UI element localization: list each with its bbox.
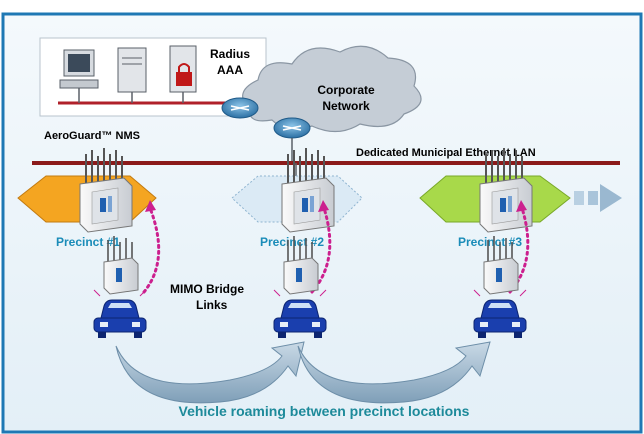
nms-label: AeroGuard™ NMS [44,130,140,142]
aaa-label: AAA [217,63,243,77]
mimo-label-1: MIMO Bridge [170,282,244,296]
precinct-1-label: Precinct #1 [56,235,120,249]
roaming-arrow-icon [297,341,491,404]
precinct-2-label: Precinct #2 [260,235,324,249]
lan-label: Dedicated Municipal Ethernet LAN [356,147,536,159]
workstation-icon [59,49,99,103]
mimo-label-2: Links [196,298,228,312]
server-icon [117,47,147,103]
router-icon [221,97,259,119]
router-icon [273,117,311,162]
corporate-label-2: Network [322,99,370,113]
roaming-arrow-icon [115,341,305,404]
expansion-arrow-icon [574,184,622,212]
diagram-caption: Vehicle roaming between precinct locatio… [179,403,470,419]
radius-label: Radius [210,47,250,61]
mimo-link-1 [142,200,161,294]
locked-server-icon [169,45,197,103]
corporate-label-1: Corporate [317,83,375,97]
